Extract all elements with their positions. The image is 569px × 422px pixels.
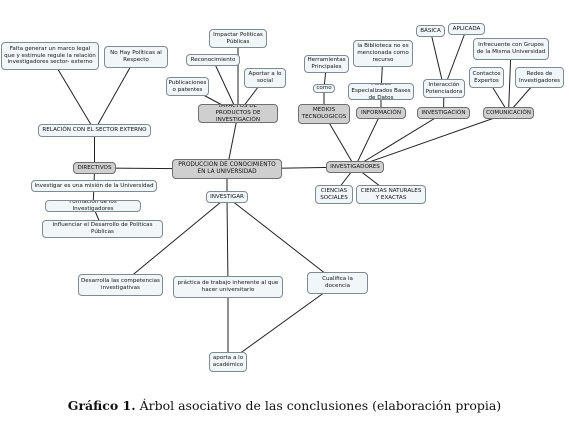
node-aportar-social: Aportar a lo social	[244, 68, 286, 88]
node-reconocimiento: Reconocimiento	[186, 54, 240, 66]
node-contactos: Contactos Expertos	[469, 67, 504, 88]
node-informacion: INFORMACIÓN	[356, 107, 406, 119]
node-formacion: Formación de los Investigadores	[45, 200, 141, 212]
figure-caption-label: Gráfico 1.	[67, 398, 136, 413]
figure-caption-text: Árbol asociativo de las conclusiones (el…	[135, 398, 502, 413]
connector-investigar-practica	[226, 196, 229, 288]
node-redes: Redes de Investigadores	[515, 67, 564, 88]
node-investigacion: INVESTIGACIÓN	[417, 107, 470, 119]
connector-cualifica-aporta	[227, 282, 338, 363]
node-impactos: IMPACTOS DE PRODUCTOS DE INVESTIGACIÓN	[198, 104, 278, 123]
node-practica: práctica de trabajo inherente al que hac…	[173, 276, 283, 298]
node-impactar-politicas: Impactar Politicas Públicas	[209, 29, 267, 48]
connector-interaccion-aplicada	[443, 28, 467, 89]
node-publicaciones: Publicaciones o patentes	[166, 77, 209, 96]
node-medios-especializados: Medios Especializados Bases de Datos	[348, 83, 414, 100]
node-interaccion: Interacción Potenciadora	[423, 79, 465, 98]
node-basica: BÁSICA	[416, 25, 445, 37]
node-aplicada: APLICADA	[448, 23, 485, 35]
connector-investigar-cualifica	[226, 196, 338, 284]
node-medios: MEDIOS TECNOLOGICOS	[298, 104, 350, 124]
node-infrecuente: Infrecuente con Grupos de la Misma Unive…	[473, 38, 549, 60]
node-ciencias-sociales: CIENCIAS SOCIALES	[315, 185, 353, 204]
node-root: PRODUCCION DE CONOCIMIENTO EN LA UNIVERS…	[172, 159, 282, 179]
node-relacion-sector: RELACIÓN CON EL SECTOR EXTERNO	[38, 124, 151, 137]
connector-interaccion-basica	[430, 30, 445, 89]
node-ciencias-naturales: CIENCIAS NATURALES Y EXACTAS	[356, 185, 426, 204]
node-investigadores: INVESTIGADORES	[326, 161, 384, 173]
node-comunicacion: COMUNICACIÓN	[483, 107, 534, 119]
node-biblioteca: la Biblioteca no es mencionada como recu…	[353, 40, 413, 67]
node-como: como	[313, 84, 335, 93]
node-investigar-mision: Investigar es una misión de la Universid…	[31, 180, 157, 192]
connector-investigar-desarrolla	[120, 196, 228, 286]
node-directivos: DIRECTIVOS	[73, 162, 116, 174]
connector-relacion_sector-no_politicas	[94, 56, 137, 131]
connector-investigadores-investigacion	[354, 112, 444, 168]
figure-caption: Gráfico 1. Árbol asociativo de las concl…	[0, 398, 569, 413]
node-no-politicas: No Hay Políticas al Respecto	[104, 46, 168, 68]
connector-investigadores-informacion	[354, 112, 382, 168]
node-desarrolla: Desarrolla las competencias investigativ…	[78, 274, 163, 296]
node-influenciar: Influenciar el Desarrollo de Políticas P…	[42, 220, 163, 238]
node-herramientas: Herramientas Principales	[304, 55, 349, 73]
node-investigar: INVESTIGAR	[206, 191, 248, 203]
node-aporta: aporta a lo académico	[209, 352, 247, 372]
node-cualifica: Cualifica la docencia	[307, 272, 368, 294]
node-falta-marco: Falta generar un marco legal que y estim…	[1, 42, 99, 70]
connector-investigadores-comunicacion	[354, 112, 509, 168]
